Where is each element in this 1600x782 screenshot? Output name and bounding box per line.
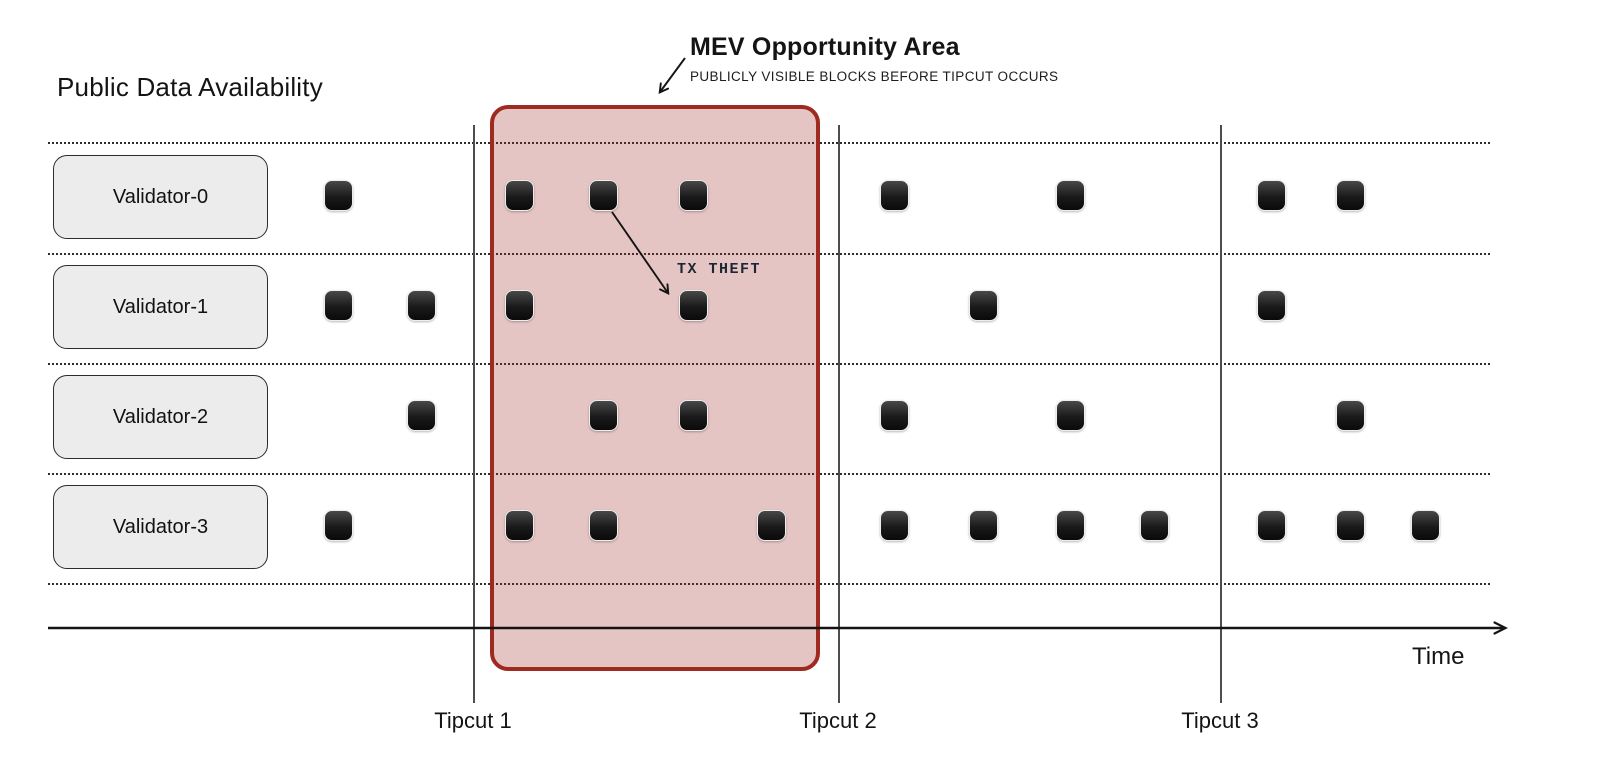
- validator-box-2: Validator-2: [53, 375, 268, 459]
- time-axis-label: Time: [1412, 643, 1465, 670]
- tx-theft-label: TX THEFT: [677, 261, 762, 278]
- mev-label-arrow: [658, 57, 686, 94]
- block: [406, 399, 436, 431]
- tipcut-label: Tipcut 1: [434, 708, 512, 733]
- block: [1139, 509, 1169, 541]
- block: [1256, 179, 1286, 211]
- lane-divider: [48, 253, 1490, 255]
- block: [323, 289, 353, 321]
- block: [588, 399, 618, 431]
- mev-area-label: MEV Opportunity Area PUBLICLY VISIBLE BL…: [690, 33, 1058, 84]
- mev-opportunity-area: [490, 105, 820, 671]
- block: [879, 179, 909, 211]
- block: [588, 179, 618, 211]
- block: [1335, 399, 1365, 431]
- page-title: Public Data Availability: [57, 72, 323, 102]
- validator-box-3: Validator-3: [53, 485, 268, 569]
- block: [1410, 509, 1440, 541]
- validator-box-0: Validator-0: [53, 155, 268, 239]
- block: [1055, 179, 1085, 211]
- tipcut-line: [838, 125, 840, 703]
- block: [968, 509, 998, 541]
- block: [1335, 509, 1365, 541]
- block: [323, 509, 353, 541]
- validator-box-label: Validator-0: [112, 185, 209, 208]
- validator-box-label: Validator-3: [112, 515, 209, 538]
- block: [504, 509, 534, 541]
- tipcut-line: [473, 125, 475, 703]
- tipcut-line: [1220, 125, 1222, 703]
- block: [504, 179, 534, 211]
- block: [678, 399, 708, 431]
- block: [968, 289, 998, 321]
- block: [588, 509, 618, 541]
- lane-divider: [48, 142, 1490, 144]
- validator-box-label: Validator-1: [112, 295, 209, 318]
- tipcut-label: Tipcut 3: [1181, 708, 1259, 733]
- block: [879, 399, 909, 431]
- block: [1055, 509, 1085, 541]
- block: [406, 289, 436, 321]
- lane-divider: [48, 363, 1490, 365]
- block: [678, 179, 708, 211]
- block: [678, 289, 708, 321]
- validator-box-label: Validator-2: [112, 405, 209, 428]
- mev-area-subtitle: PUBLICLY VISIBLE BLOCKS BEFORE TIPCUT OC…: [690, 69, 1059, 84]
- block: [1335, 179, 1365, 211]
- lane-divider: [48, 583, 1490, 585]
- lane-divider: [48, 473, 1490, 475]
- block: [504, 289, 534, 321]
- tipcut-label: Tipcut 2: [799, 708, 877, 733]
- mev-area-title: MEV Opportunity Area: [690, 33, 960, 61]
- block: [879, 509, 909, 541]
- validator-box-1: Validator-1: [53, 265, 268, 349]
- block: [756, 509, 786, 541]
- block: [323, 179, 353, 211]
- block: [1055, 399, 1085, 431]
- block: [1256, 289, 1286, 321]
- block: [1256, 509, 1286, 541]
